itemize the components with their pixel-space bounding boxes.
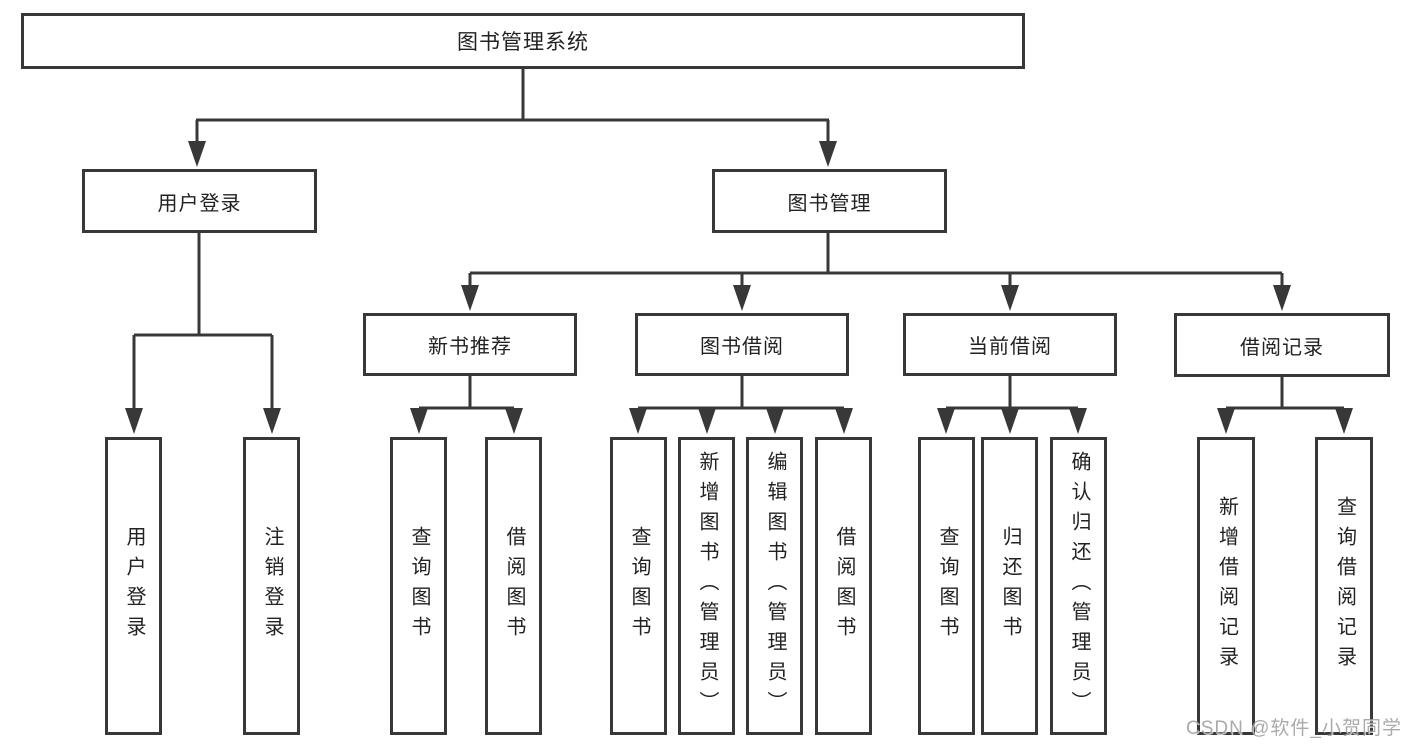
arrow-down-icon — [505, 408, 523, 434]
leaf-newbook-borrow-label: 借阅图书 — [503, 526, 525, 646]
node-book-borrowing: 图书借阅 — [635, 313, 849, 376]
arrow-down-icon — [125, 408, 143, 434]
leaf-add-borrow-record: 新增借阅记录 — [1197, 437, 1255, 735]
leaf-current-query-book: 查询图书 — [918, 437, 975, 735]
leaf-user-login: 用户登录 — [105, 437, 162, 735]
arrow-down-icon — [819, 141, 837, 167]
leaf-add-book-admin-label: 新增图书（管理员） — [696, 451, 718, 721]
arrow-down-icon — [1069, 408, 1087, 434]
leaf-borrow-query-book: 查询图书 — [610, 437, 667, 735]
leaf-user-login-label: 用户登录 — [123, 526, 145, 646]
leaf-query-borrow-record-label: 查询借阅记录 — [1333, 496, 1356, 676]
leaf-add-book-admin: 新增图书（管理员） — [678, 437, 735, 735]
arrow-down-icon — [698, 408, 716, 434]
arrow-down-icon — [1273, 285, 1291, 311]
leaf-borrow-query-book-label: 查询图书 — [628, 526, 650, 646]
arrow-down-icon — [410, 408, 428, 434]
leaf-return-book-label: 归还图书 — [999, 526, 1021, 646]
arrow-down-icon — [188, 141, 206, 167]
arrow-down-icon — [733, 285, 751, 311]
leaf-add-borrow-record-label: 新增借阅记录 — [1215, 496, 1238, 676]
node-book-borrowing-label: 图书借阅 — [700, 336, 784, 358]
leaf-newbook-query-label: 查询图书 — [408, 526, 430, 646]
arrow-down-icon — [629, 408, 647, 434]
leaf-edit-book-admin-label: 编辑图书（管理员） — [764, 451, 786, 721]
node-current-borrowing-label: 当前借阅 — [968, 336, 1052, 358]
leaf-borrow-book: 借阅图书 — [815, 437, 872, 735]
leaf-newbook-query: 查询图书 — [390, 437, 447, 735]
leaf-newbook-borrow: 借阅图书 — [485, 437, 542, 735]
arrow-down-icon — [1001, 408, 1019, 434]
node-root-label: 图书管理系统 — [457, 31, 589, 54]
arrow-down-icon — [461, 285, 479, 311]
arrow-down-icon — [835, 408, 853, 434]
leaf-borrow-book-label: 借阅图书 — [833, 526, 855, 646]
node-borrow-records-label: 借阅记录 — [1240, 336, 1324, 359]
node-book-management-label: 图书管理 — [787, 192, 872, 215]
node-user-login-label: 用户登录 — [157, 192, 242, 215]
leaf-confirm-return-admin-label: 确认归还（管理员） — [1068, 451, 1090, 721]
node-new-book-recommend-label: 新书推荐 — [428, 336, 512, 358]
arrow-down-icon — [766, 408, 784, 434]
arrow-down-icon — [1335, 408, 1353, 434]
leaf-logout-label: 注销登录 — [261, 526, 283, 646]
leaf-edit-book-admin: 编辑图书（管理员） — [746, 437, 803, 735]
leaf-current-query-book-label: 查询图书 — [936, 526, 958, 646]
leaf-query-borrow-record: 查询借阅记录 — [1315, 437, 1373, 735]
arrow-down-icon — [1001, 285, 1019, 311]
node-root-system: 图书管理系统 — [21, 13, 1025, 69]
node-current-borrowing: 当前借阅 — [903, 313, 1117, 376]
node-user-login: 用户登录 — [82, 169, 317, 233]
node-new-book-recommend: 新书推荐 — [363, 313, 577, 376]
node-book-management: 图书管理 — [712, 169, 947, 233]
node-borrow-records: 借阅记录 — [1174, 313, 1390, 377]
leaf-confirm-return-admin: 确认归还（管理员） — [1050, 437, 1107, 735]
arrow-down-icon — [937, 408, 955, 434]
csdn-watermark: CSDN @软件_小贺同学 — [1186, 718, 1402, 739]
arrow-down-icon — [1217, 408, 1235, 434]
leaf-return-book: 归还图书 — [981, 437, 1038, 735]
leaf-logout: 注销登录 — [243, 437, 300, 735]
arrow-down-icon — [263, 408, 281, 434]
